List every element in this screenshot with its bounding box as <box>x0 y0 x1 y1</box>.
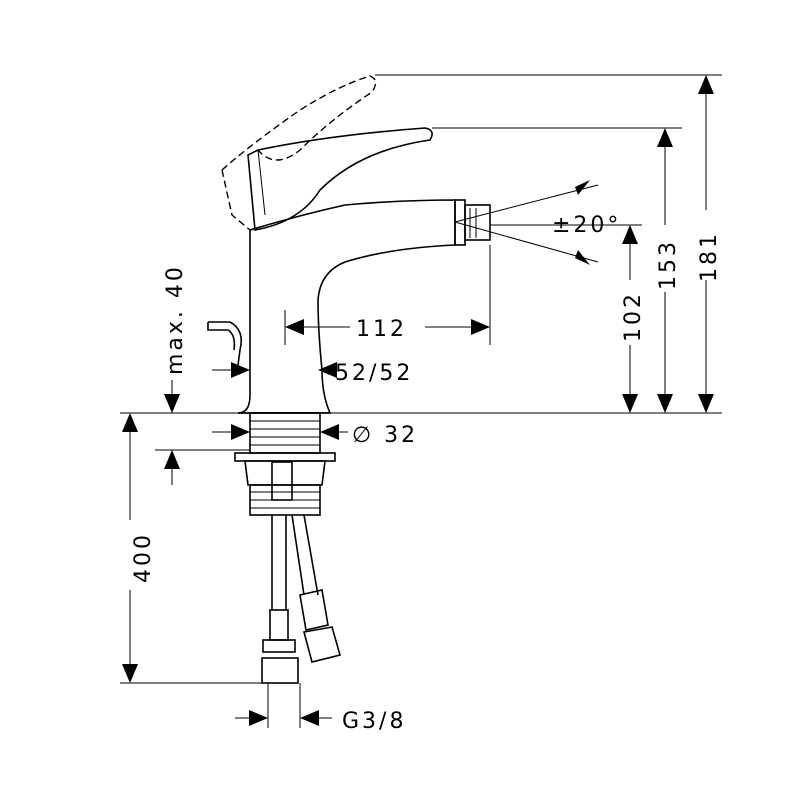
angle-line-down <box>454 221 599 263</box>
dim-102: 102 <box>621 225 646 413</box>
svg-text:400: 400 <box>131 532 156 583</box>
dim-diameter-32: ∅ 32 <box>212 423 418 448</box>
svg-text:112: 112 <box>356 317 407 342</box>
svg-text:max. 40: max. 40 <box>163 264 188 375</box>
svg-text:181: 181 <box>697 231 722 282</box>
svg-text:∅ 32: ∅ 32 <box>352 423 418 448</box>
svg-text:52/52: 52/52 <box>335 361 413 386</box>
dim-181: 181 <box>697 75 722 413</box>
dim-112: 112 <box>284 245 491 345</box>
svg-text:102: 102 <box>621 291 646 342</box>
dim-52-52: 52/52 <box>212 361 413 386</box>
angle-arrow-up <box>575 180 590 195</box>
dim-400: 400 <box>120 413 262 684</box>
dim-153: 153 <box>656 128 681 413</box>
svg-text:153: 153 <box>656 239 681 290</box>
dim-max-40: max. 40 <box>155 264 250 485</box>
mounting-assembly <box>234 412 341 684</box>
svg-text:G3/8: G3/8 <box>342 709 406 734</box>
dim-g3-8: G3/8 <box>235 683 406 734</box>
angle-arrow-down <box>575 250 590 265</box>
angle-label: ±20° <box>552 213 621 238</box>
angle-line-up <box>454 184 599 223</box>
